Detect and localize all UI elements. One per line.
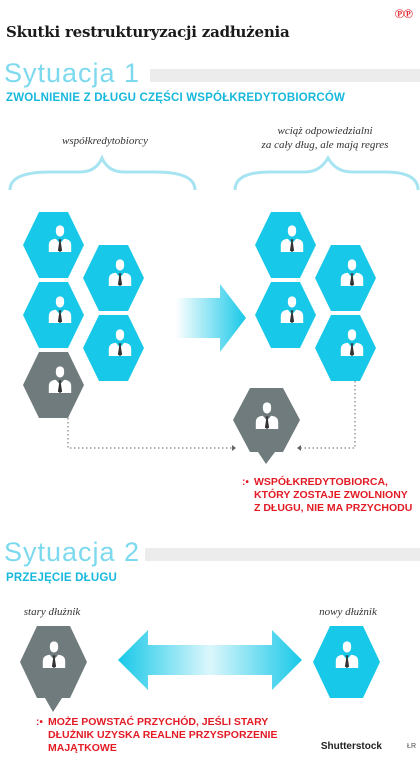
caption-old-debtor: stary dłużnik	[23, 606, 81, 618]
brand-logo: ℗℗	[394, 6, 413, 21]
brace-icon	[233, 154, 420, 191]
note-line: Z DŁUGU, NIE MA PRZYCHODU	[254, 502, 413, 514]
separator-bar	[150, 69, 420, 82]
note-marker-icon: :•	[36, 717, 43, 728]
situation-1-label: Sytuacja 1	[4, 58, 141, 88]
separator-bar	[145, 548, 420, 561]
brace-icon	[8, 154, 197, 191]
note-line: WSPÓŁKREDYTOBIORCA,	[254, 476, 388, 488]
situation-2-subtitle: PRZEJĘCIE DŁUGU	[6, 572, 117, 584]
photo-credit: Shutterstock	[320, 741, 382, 752]
dotted-connector	[301, 381, 356, 449]
page-title: Skutki restrukturyzacji zadłużenia	[6, 23, 290, 41]
note-line: DŁUŻNIK UZYSKA REALNE PRZYSPORZENIE	[48, 729, 278, 741]
note-marker-icon: :•	[242, 477, 249, 488]
caption-coborrowers: współkredytobiorcy	[62, 135, 148, 147]
note-line: MOŻE POWSTAĆ PRZYCHÓD, JEŚLI STARY	[48, 716, 269, 728]
hex-group-right	[255, 212, 376, 381]
note-line: MAJĄTKOWE	[48, 742, 117, 754]
dotted-connector	[67, 418, 232, 449]
note-line: KTÓRY ZOSTAJE ZWOLNIONY	[254, 489, 408, 501]
caption-new-debtor: nowy dłużnik	[319, 606, 377, 618]
caption-still-liable-1: wciąż odpowiedzialni	[277, 125, 373, 137]
note-possible-income: :• MOŻE POWSTAĆ PRZYCHÓD, JEŚLI STARY DŁ…	[36, 716, 328, 755]
hex-group-left	[23, 212, 144, 418]
double-arrow-icon	[118, 630, 302, 690]
caption-still-liable-2: za cały dług, ale mają regres	[261, 139, 389, 151]
arrow-right-icon	[176, 284, 246, 352]
situation-2-label: Sytuacja 2	[4, 537, 141, 567]
note-released-coborrower: :• WSPÓŁKREDYTOBIORCA, KTÓRY ZOSTAJE ZWO…	[242, 476, 420, 515]
author-initials: ŁR	[407, 743, 416, 750]
situation-1-subtitle: ZWOLNIENIE Z DŁUGU CZĘŚCI WSPÓŁKREDYTOBI…	[6, 92, 346, 104]
